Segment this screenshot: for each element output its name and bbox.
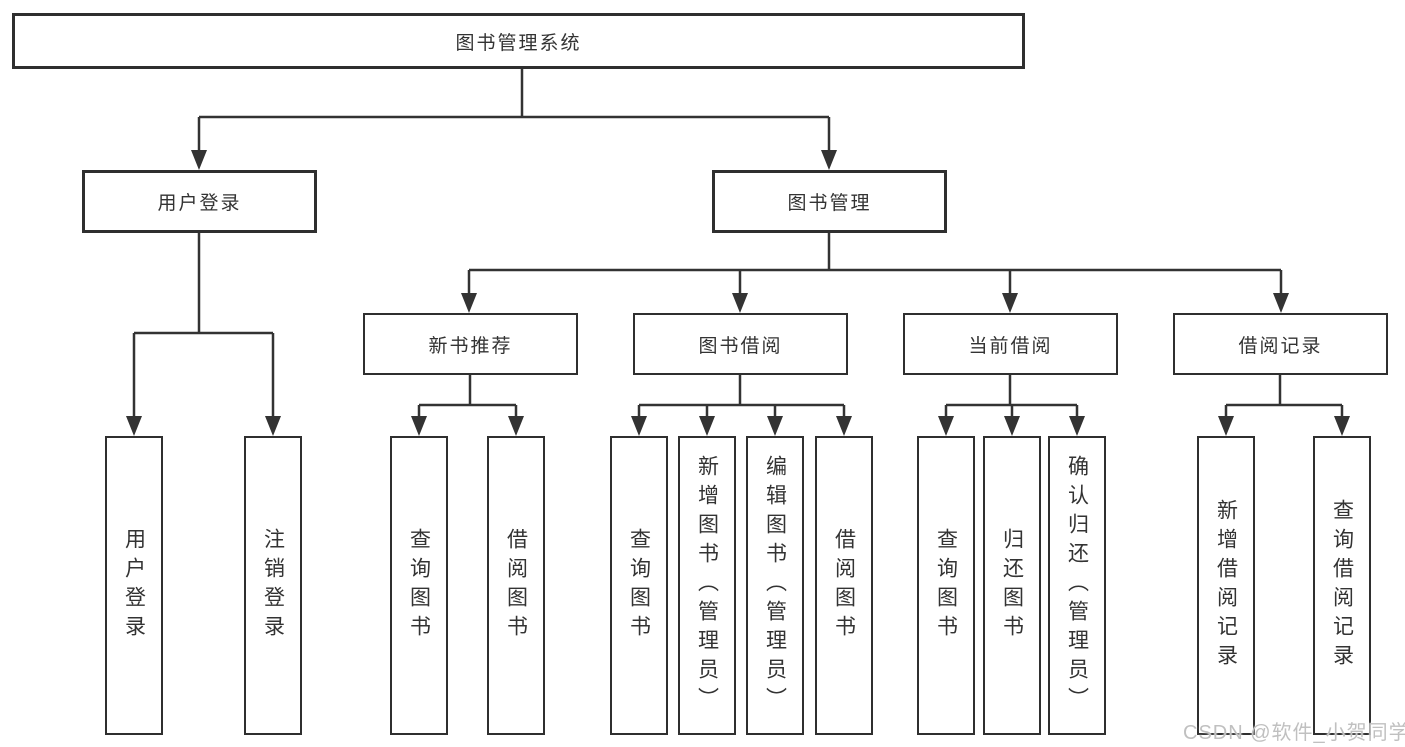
node-leaf-confirm-return-admin: 确认归还（管理员） xyxy=(1048,436,1106,735)
node-leaf-borrow-books: 借阅图书 xyxy=(815,436,873,735)
node-book-management: 图书管理 xyxy=(712,170,947,233)
node-borrowing-records: 借阅记录 xyxy=(1173,313,1388,375)
edge-user-login-to-leaves xyxy=(126,233,281,436)
node-leaf-user-login: 用户登录 xyxy=(105,436,163,735)
node-root-label: 图书管理系统 xyxy=(455,32,582,54)
node-leaf-add-borrow-record-label: 新增借阅记录 xyxy=(1214,498,1238,673)
node-leaf-query-books-borrowing: 查询图书 xyxy=(610,436,668,735)
node-user-login-label: 用户登录 xyxy=(157,193,242,214)
node-leaf-query-books-current: 查询图书 xyxy=(917,436,975,735)
node-leaf-borrow-books-recommend-label: 借阅图书 xyxy=(504,527,528,644)
edge-new-book-recommend-to-leaves xyxy=(411,375,524,436)
node-leaf-add-books-admin: 新增图书（管理员） xyxy=(678,436,736,735)
node-book-borrowing-label: 图书借阅 xyxy=(698,335,783,357)
node-leaf-return-books: 归还图书 xyxy=(983,436,1041,735)
node-leaf-confirm-return-admin-label: 确认归还（管理员） xyxy=(1065,455,1089,716)
node-leaf-query-borrow-record: 查询借阅记录 xyxy=(1313,436,1371,735)
edge-root-to-branches xyxy=(191,69,837,170)
node-book-management-label: 图书管理 xyxy=(787,193,872,214)
node-borrowing-records-label: 借阅记录 xyxy=(1238,335,1323,357)
edge-current-borrowing-to-leaves xyxy=(938,375,1085,436)
node-new-book-recommend: 新书推荐 xyxy=(363,313,578,375)
node-leaf-logout: 注销登录 xyxy=(244,436,302,735)
edge-borrowing-records-to-leaves xyxy=(1218,375,1350,436)
node-leaf-query-books-borrowing-label: 查询图书 xyxy=(627,527,651,644)
edge-book-borrowing-to-leaves xyxy=(631,375,852,436)
node-leaf-return-books-label: 归还图书 xyxy=(1000,527,1024,644)
node-leaf-borrow-books-label: 借阅图书 xyxy=(832,527,856,644)
node-user-login: 用户登录 xyxy=(82,170,317,233)
node-leaf-query-books-recommend-label: 查询图书 xyxy=(407,527,431,644)
node-leaf-edit-books-admin: 编辑图书（管理员） xyxy=(746,436,804,735)
node-leaf-query-books-recommend: 查询图书 xyxy=(390,436,448,735)
node-leaf-borrow-books-recommend: 借阅图书 xyxy=(487,436,545,735)
edge-book-management-to-sections xyxy=(461,233,1289,313)
node-leaf-user-login-label: 用户登录 xyxy=(122,527,146,644)
node-new-book-recommend-label: 新书推荐 xyxy=(428,335,513,357)
csdn-watermark: CSDN @软件_小贺同学 xyxy=(1183,722,1405,744)
node-leaf-query-books-current-label: 查询图书 xyxy=(934,527,958,644)
node-leaf-add-books-admin-label: 新增图书（管理员） xyxy=(695,455,719,716)
node-book-borrowing: 图书借阅 xyxy=(633,313,848,375)
node-leaf-logout-label: 注销登录 xyxy=(261,527,285,644)
node-leaf-query-borrow-record-label: 查询借阅记录 xyxy=(1330,498,1354,673)
node-root: 图书管理系统 xyxy=(12,13,1025,69)
node-leaf-edit-books-admin-label: 编辑图书（管理员） xyxy=(763,455,787,716)
node-leaf-add-borrow-record: 新增借阅记录 xyxy=(1197,436,1255,735)
node-current-borrowing-label: 当前借阅 xyxy=(968,335,1053,357)
node-current-borrowing: 当前借阅 xyxy=(903,313,1118,375)
